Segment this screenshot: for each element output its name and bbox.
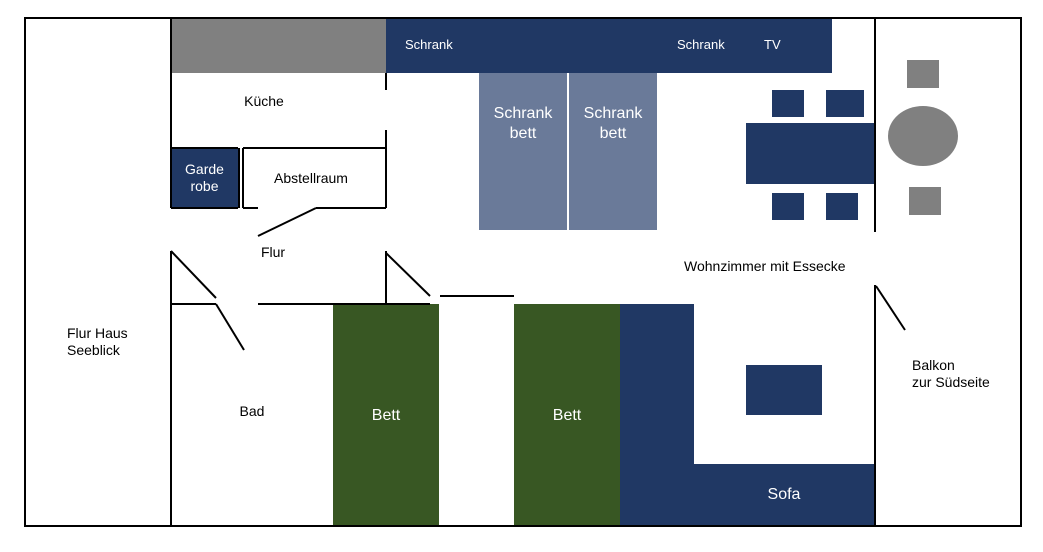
label-tv: TV [764, 37, 781, 52]
dining-table [746, 123, 875, 184]
label-cabinet-bed-left-line1: Schrank [493, 105, 553, 122]
wardrobe [171, 148, 238, 208]
cabinet-bed-right [569, 73, 657, 230]
coffee-table [746, 365, 822, 415]
dining-chair-bottom-left [772, 193, 804, 220]
label-wardrobe-line1: Garde [185, 161, 224, 177]
dining-chair-bottom-right [826, 193, 858, 220]
label-hallway: Flur [260, 244, 286, 260]
label-kitchen: Küche [244, 93, 284, 109]
label-bed-right: Bett [552, 407, 582, 424]
dining-chair-top-left [772, 90, 804, 117]
label-cabinet-bed-right-line1: Schrank [583, 105, 643, 122]
label-cabinet-left: Schrank [405, 37, 453, 52]
label-cabinet-bed-right: Schrank bett [569, 104, 657, 144]
sofa [620, 304, 875, 526]
dining-chair-top-right [826, 90, 864, 117]
label-sofa: Sofa [767, 486, 801, 503]
label-cabinet-bed-left: Schrank bett [479, 104, 567, 144]
label-bathroom: Bad [239, 403, 265, 419]
label-balcony-line1: Balkon [912, 357, 955, 373]
label-cabinet-bed-left-line2: bett [509, 125, 537, 142]
label-house-hallway-line1: Flur Haus [67, 325, 128, 341]
label-balcony: Balkon zur Südseite [912, 357, 990, 391]
balcony-table [888, 106, 958, 166]
balcony-chair-bottom [909, 187, 941, 215]
label-house-hallway-line2: Seeblick [67, 342, 120, 358]
label-cabinet-bed-right-line2: bett [599, 125, 627, 142]
label-balcony-line2: zur Südseite [912, 374, 990, 390]
walls [24, 17, 1022, 527]
label-cabinet-right: Schrank [677, 37, 725, 52]
bed-right [514, 304, 620, 526]
kitchen-counter [171, 18, 386, 73]
label-storage: Abstellraum [274, 170, 348, 186]
cabinet-row [386, 18, 832, 73]
bed-left [333, 304, 439, 526]
cabinet-bed-left [479, 73, 567, 230]
label-wardrobe-line2: robe [190, 178, 219, 194]
label-house-hallway: Flur Haus Seeblick [67, 325, 128, 359]
door-swings [170, 207, 906, 351]
balcony-chair-top [907, 60, 939, 88]
label-wardrobe: Garde robe [171, 161, 238, 195]
label-bed-left: Bett [371, 407, 401, 424]
label-living-room: Wohnzimmer mit Essecke [684, 258, 846, 274]
